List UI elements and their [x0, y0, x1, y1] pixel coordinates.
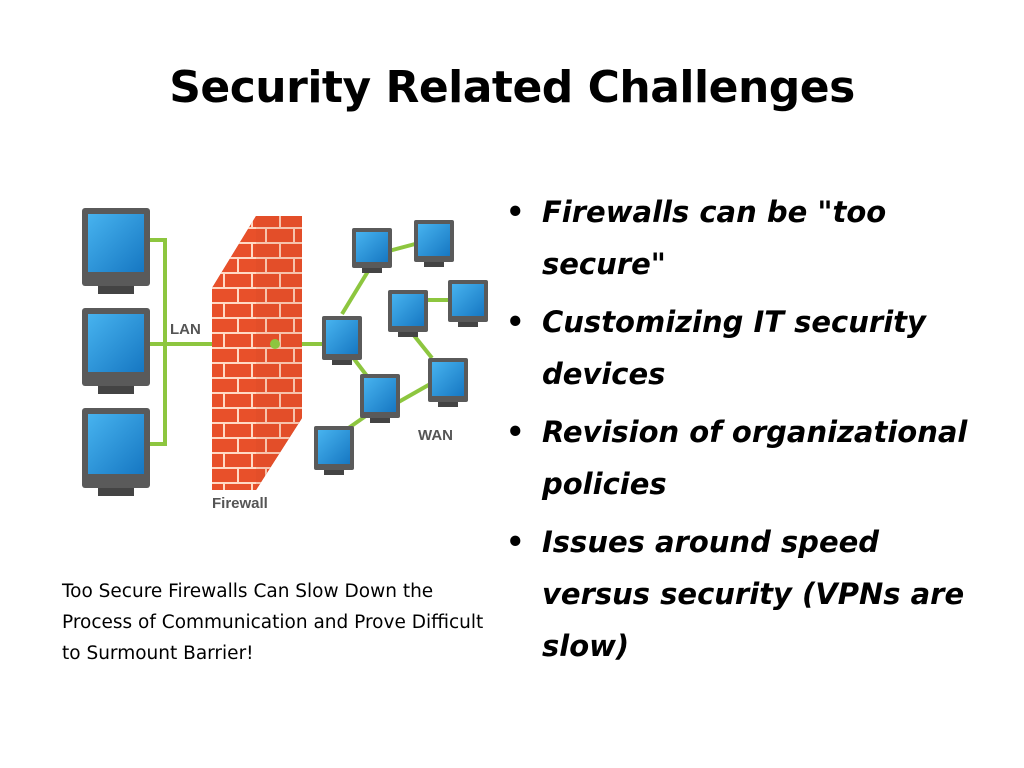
firewall-wall — [212, 216, 302, 490]
wan-monitor-6 — [360, 374, 400, 423]
bullet-item: • Revision of organizational policies — [502, 406, 982, 510]
wan-monitor-4 — [448, 280, 488, 327]
bullet-item: • Issues around speed versus security (VP… — [502, 516, 982, 672]
wan-monitor-8 — [314, 426, 354, 475]
bullet-dot: • — [506, 195, 525, 229]
lan-label: LAN — [170, 321, 201, 338]
bullet-text: Issues around speed versus security (VPN… — [542, 525, 965, 663]
lan-monitor-2 — [82, 308, 150, 394]
bullet-text: Revision of organizational policies — [542, 415, 968, 501]
wan-monitor-3 — [388, 290, 428, 337]
bullet-dot: • — [506, 305, 525, 339]
bullet-item: • Customizing IT security devices — [502, 296, 982, 400]
lan-monitor-1 — [82, 208, 150, 294]
firewall-label: Firewall — [212, 495, 268, 512]
bullet-item: • Firewalls can be "too secure" — [502, 186, 982, 290]
slide-title: Security Related Challenges — [169, 62, 855, 113]
wan-monitor-2 — [414, 220, 454, 267]
wan-monitor-1 — [352, 228, 392, 273]
diagram-caption: Too Secure Firewalls Can Slow Down the P… — [62, 581, 484, 664]
lan-links — [150, 238, 212, 446]
bullet-dot: • — [506, 525, 525, 559]
wan-monitor-7 — [428, 358, 468, 407]
bullet-dot: • — [506, 415, 525, 449]
lan-monitor-3 — [82, 408, 150, 496]
firewall-network-diagram: LAN WAN Firewall — [70, 198, 500, 528]
bullet-text: Customizing IT security devices — [542, 305, 926, 391]
wan-monitor-5 — [322, 316, 362, 365]
bullet-list: • Firewalls can be "too secure" • Customiz… — [502, 186, 982, 678]
wan-label: WAN — [418, 427, 453, 444]
bullet-text: Firewalls can be "too secure" — [542, 195, 887, 281]
